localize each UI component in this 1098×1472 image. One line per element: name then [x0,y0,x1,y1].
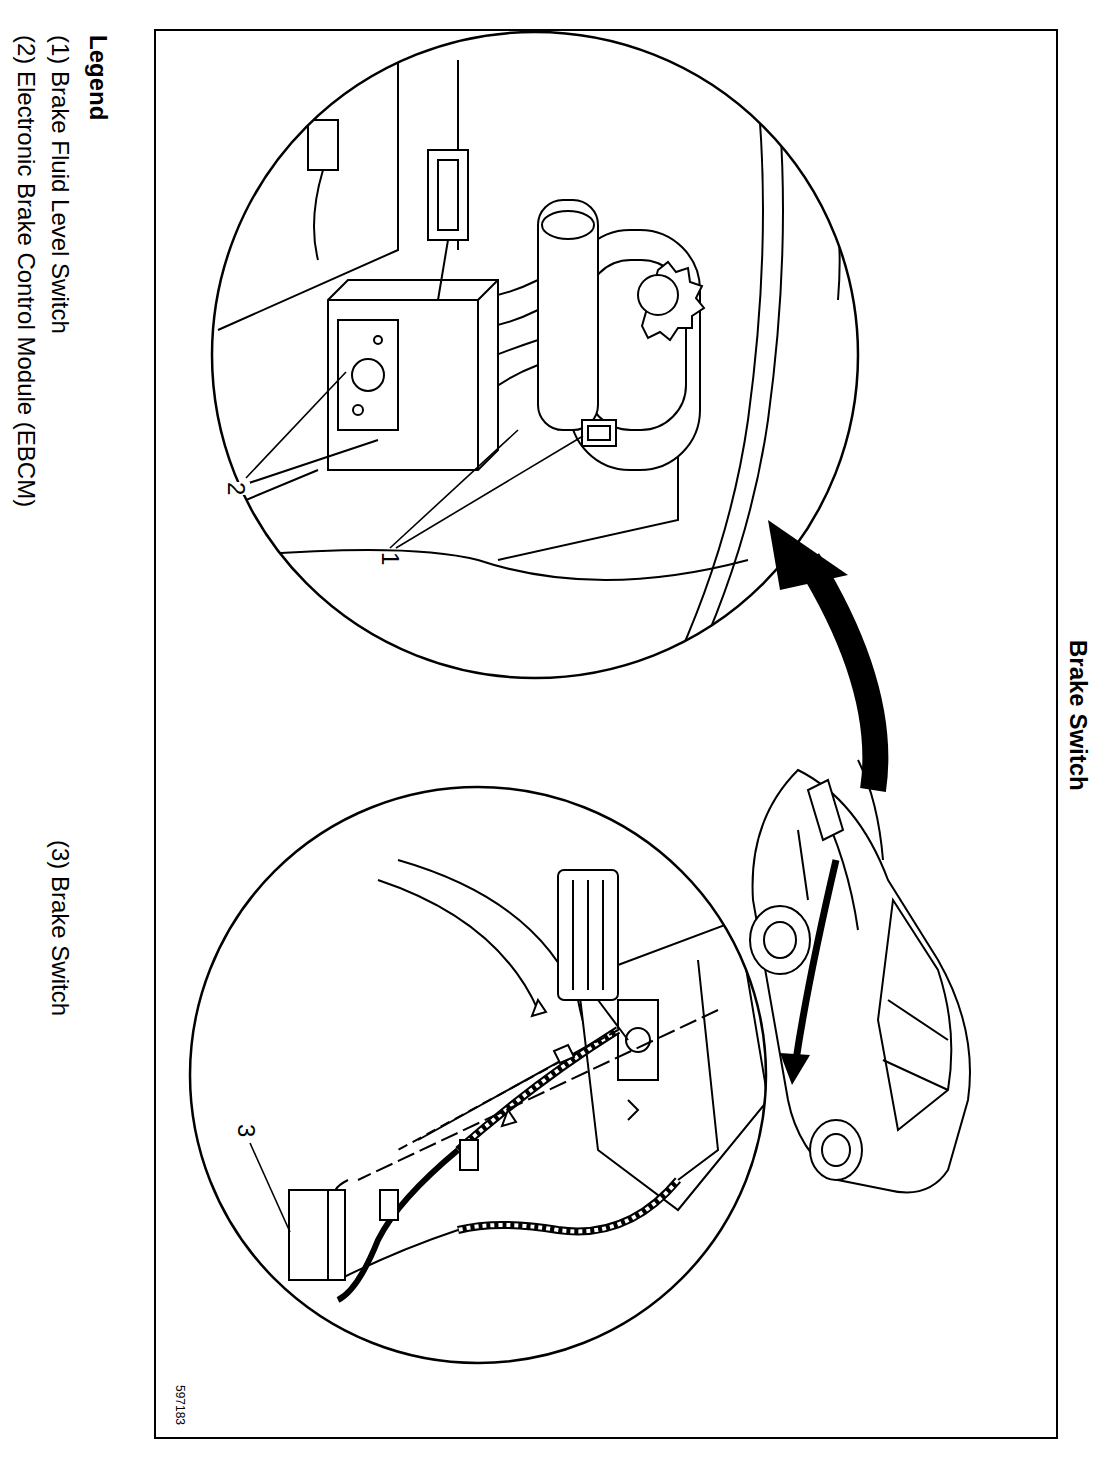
view-arrow [768,520,875,1085]
legend-text: (1) Brake Fluid Level Switch [47,35,74,334]
car-outline [750,760,970,1193]
figure-title: Brake Switch [1064,640,1092,791]
legend-item: (3) Brake Switch [46,840,74,1016]
legend-heading: Legend [84,35,112,120]
leader-line [246,372,583,1232]
detail-circle [212,32,858,678]
legend-text: (3) Brake Switch [47,840,74,1016]
legend-item: (1) Brake Fluid Level Switch [46,35,74,334]
legend-text: (2) Electronic Brake Control Module (EBC… [13,35,40,507]
engine-view [198,20,840,700]
legend-item: (2) Electronic Brake Control Module (EBC… [12,35,40,507]
pedal-view [289,860,768,1300]
figure-number: 597183 [172,1385,186,1425]
figure-frame [155,30,1057,1438]
detail-circle [190,787,766,1363]
callout-number: 3 [232,1124,260,1137]
callout-number: 2 [222,482,250,495]
callout-number: 1 [376,552,404,565]
